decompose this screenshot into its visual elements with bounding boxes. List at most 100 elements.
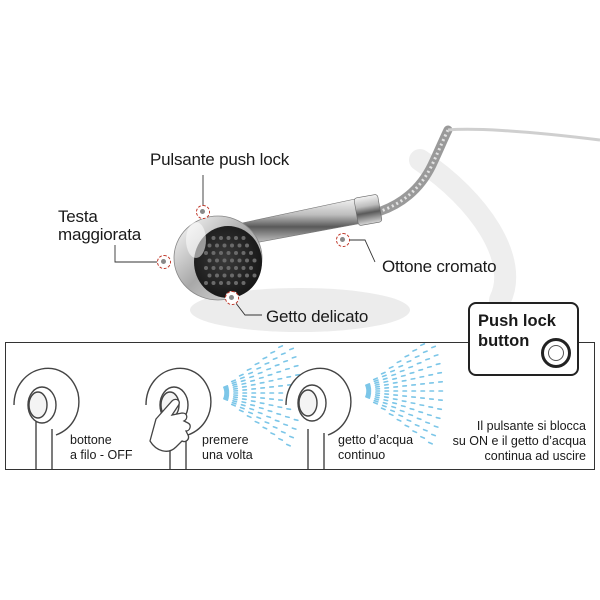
nozzle bbox=[211, 236, 216, 240]
nozzle bbox=[234, 251, 238, 255]
spray-drop bbox=[396, 418, 402, 422]
hose bbox=[373, 125, 600, 217]
nozzle bbox=[204, 281, 208, 285]
nozzle bbox=[222, 243, 227, 248]
spray-drop bbox=[374, 381, 380, 384]
spray-drop bbox=[372, 401, 379, 405]
spray-drop bbox=[365, 395, 371, 398]
step1-line1: bottone bbox=[70, 433, 112, 447]
spray-drop bbox=[401, 379, 407, 382]
note-line2: su ON e il getto d’acqua bbox=[452, 434, 586, 448]
spray-drop bbox=[232, 400, 238, 403]
nozzle bbox=[211, 281, 216, 285]
spray-drop bbox=[392, 377, 398, 380]
spray-drop bbox=[254, 420, 260, 424]
spray-drop bbox=[258, 406, 264, 410]
spray-drop bbox=[428, 406, 434, 409]
spray-drop bbox=[365, 395, 371, 399]
spray-drop bbox=[284, 367, 290, 371]
spray-drop bbox=[410, 402, 416, 405]
spray-drop bbox=[259, 381, 265, 384]
nozzle bbox=[230, 258, 234, 263]
spray-drop bbox=[365, 394, 371, 397]
spray-drop bbox=[232, 398, 238, 401]
spray-drop bbox=[283, 359, 289, 363]
spray-drop bbox=[428, 373, 434, 376]
spray-drop bbox=[409, 371, 415, 375]
spray-drop bbox=[380, 407, 386, 411]
spray-drop bbox=[365, 393, 372, 396]
spray-drop bbox=[419, 404, 425, 407]
nozzle bbox=[226, 251, 231, 255]
spray-drop bbox=[389, 409, 396, 413]
spray-drop bbox=[381, 404, 387, 408]
spray-drop bbox=[383, 380, 389, 383]
spray-drop bbox=[272, 425, 278, 429]
spray-drop bbox=[262, 426, 268, 430]
spray-drop bbox=[373, 399, 379, 403]
spray-drop bbox=[241, 385, 247, 388]
spray-drop bbox=[267, 409, 273, 413]
nozzle bbox=[222, 258, 227, 263]
spray-drop bbox=[383, 396, 389, 399]
spray-drop bbox=[241, 382, 247, 385]
nozzle bbox=[230, 243, 234, 248]
spray-drop bbox=[286, 375, 292, 378]
spray-drop bbox=[277, 377, 283, 380]
nozzle bbox=[207, 258, 212, 263]
nozzle bbox=[207, 243, 212, 248]
spray-drop bbox=[240, 379, 246, 383]
shower-illustration bbox=[114, 125, 600, 332]
spray-drop bbox=[388, 413, 394, 417]
spray-drop bbox=[241, 398, 247, 401]
spray-drop bbox=[418, 410, 424, 414]
spray-drop bbox=[419, 375, 425, 378]
spray-drop bbox=[231, 401, 237, 405]
step2-line1: premere bbox=[202, 433, 249, 447]
nozzle bbox=[219, 266, 223, 270]
spray-drop bbox=[412, 348, 418, 352]
spray-drop bbox=[259, 402, 265, 405]
spray-drop bbox=[246, 415, 252, 419]
spray-drop bbox=[389, 369, 396, 373]
spray-drop bbox=[383, 399, 389, 402]
step2-line2: una volta bbox=[202, 448, 253, 462]
spray-drop bbox=[399, 409, 405, 413]
push-button-icon bbox=[541, 338, 571, 368]
nozzle bbox=[252, 258, 257, 263]
nozzle bbox=[237, 243, 242, 248]
nozzle bbox=[245, 243, 249, 248]
spray-drop bbox=[223, 387, 229, 390]
spray-drop bbox=[288, 347, 295, 351]
nozzle bbox=[237, 273, 242, 278]
spray-drop bbox=[291, 427, 297, 430]
push-lock-box-line2: button bbox=[478, 332, 530, 350]
spray-drop bbox=[232, 396, 239, 399]
spray-drop bbox=[270, 432, 276, 436]
water-spray-icon bbox=[223, 345, 302, 447]
shower-head bbox=[173, 215, 263, 301]
spray-drop bbox=[422, 350, 428, 354]
nozzle bbox=[211, 251, 216, 255]
nozzle bbox=[215, 243, 219, 248]
spray-drop bbox=[257, 411, 263, 415]
spray-drop bbox=[391, 405, 397, 409]
nozzle bbox=[234, 236, 238, 240]
spray-drop bbox=[425, 357, 431, 361]
spray-drop bbox=[223, 385, 229, 389]
spray-drop bbox=[392, 381, 398, 384]
spray-drop bbox=[230, 403, 237, 407]
spray-drop bbox=[365, 383, 371, 387]
nozzle bbox=[211, 266, 216, 270]
spray-drop bbox=[373, 379, 379, 383]
spray-drop bbox=[433, 425, 439, 428]
spray-drop bbox=[437, 408, 443, 411]
spray-drop bbox=[401, 400, 407, 403]
spray-drop bbox=[238, 373, 244, 377]
nozzle bbox=[241, 281, 246, 285]
step3-line2: continuo bbox=[338, 448, 386, 462]
spray-drop bbox=[274, 419, 280, 423]
spray-drop bbox=[280, 352, 286, 356]
spray-drop bbox=[425, 421, 431, 425]
spray-drop bbox=[293, 364, 299, 368]
